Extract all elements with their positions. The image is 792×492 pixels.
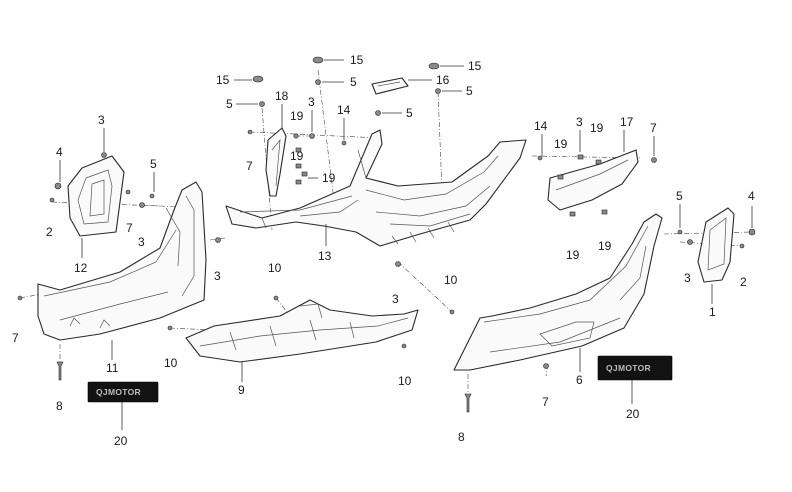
callout-18: 18 (275, 89, 289, 103)
callout-3: 3 (214, 269, 221, 283)
callout-8: 8 (56, 399, 63, 413)
part-12-small-left-panel (67, 155, 125, 237)
screw-8a (56, 361, 64, 381)
cap-15c (428, 62, 440, 70)
callout-2: 2 (46, 225, 53, 239)
cap-15a (312, 56, 324, 64)
callout-16: 16 (436, 73, 450, 87)
callout-10: 10 (268, 261, 282, 275)
callout-9: 9 (238, 383, 245, 397)
callout-15: 15 (216, 73, 230, 87)
part-17-right-small-cover (547, 149, 639, 211)
decal-brand-text: QJMOTOR (606, 363, 651, 373)
callout-5: 5 (466, 84, 473, 98)
callout-19: 19 (290, 149, 304, 163)
part-9-under-cover (185, 299, 419, 363)
callout-4: 4 (748, 189, 755, 203)
part-11-left-side-cover (37, 181, 207, 341)
leader-lines (59, 59, 753, 430)
callout-20: 20 (114, 434, 128, 448)
callout-19: 19 (598, 239, 612, 253)
callout-5: 5 (226, 97, 233, 111)
callout-3: 3 (138, 235, 145, 249)
part-18-vertical-bracket (265, 127, 287, 197)
callout-3: 3 (684, 271, 691, 285)
callout-20: 20 (626, 407, 640, 421)
callout-19: 19 (566, 248, 580, 262)
callout-10: 10 (444, 273, 458, 287)
callout-11: 11 (106, 361, 119, 375)
screw-8b (464, 393, 472, 413)
callout-5: 5 (406, 106, 413, 120)
cap-15b (252, 75, 264, 83)
part-1-small-right-panel (697, 207, 735, 283)
callout-12: 12 (74, 261, 88, 275)
part-6-right-side-cover (453, 213, 663, 371)
callout-4: 4 (56, 145, 63, 159)
callout-5: 5 (350, 75, 357, 89)
callout-17: 17 (620, 115, 634, 129)
callout-7: 7 (12, 331, 19, 345)
part-20-decal-right: QJMOTOR (597, 355, 673, 381)
callout-19: 19 (590, 121, 604, 135)
callout-6: 6 (576, 373, 583, 387)
decal-brand-text: QJMOTOR (96, 387, 141, 397)
callout-7: 7 (246, 159, 253, 173)
hardware-fasteners (17, 56, 756, 413)
part-13-floor-cover (225, 129, 527, 247)
callout-15: 15 (468, 59, 482, 73)
callout-7: 7 (650, 121, 657, 135)
callout-8: 8 (458, 430, 465, 444)
callout-10: 10 (398, 374, 412, 388)
callout-3: 3 (392, 292, 399, 306)
callout-7: 7 (542, 395, 549, 409)
callout-19: 19 (290, 109, 304, 123)
callout-5: 5 (676, 189, 683, 203)
callout-19: 19 (322, 171, 336, 185)
callout-3: 3 (576, 115, 583, 129)
callout-10: 10 (164, 356, 178, 370)
callout-14: 14 (337, 103, 351, 117)
part-20-decal-left: QJMOTOR (87, 381, 159, 403)
callout-3: 3 (308, 95, 315, 109)
callout-19: 19 (554, 137, 568, 151)
callout-13: 13 (318, 249, 332, 263)
callout-labels: 15 5 18 15 5 16 15 5 3 14 5 19 7 19 19 3… (12, 53, 755, 448)
callout-7: 7 (126, 221, 133, 235)
callout-3: 3 (98, 113, 105, 127)
part-16-small-tab (371, 77, 409, 95)
callout-14: 14 (534, 119, 548, 133)
callout-2: 2 (740, 275, 747, 289)
callout-1: 1 (709, 305, 716, 319)
callout-5: 5 (150, 157, 157, 171)
callout-15: 15 (350, 53, 364, 67)
